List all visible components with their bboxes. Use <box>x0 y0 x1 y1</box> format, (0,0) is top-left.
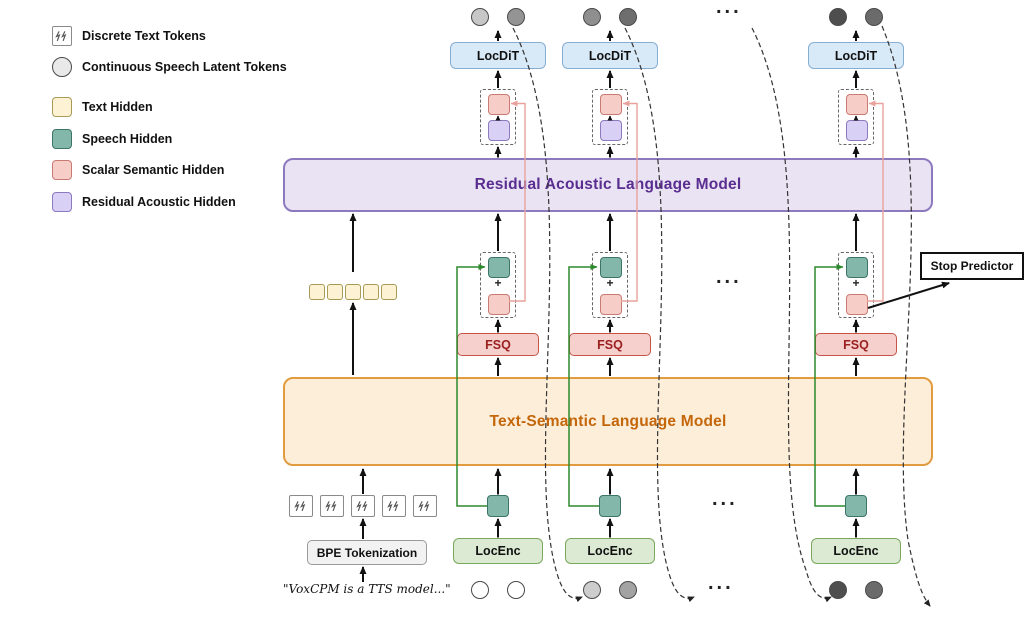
speech-hidden-swatch <box>52 129 72 149</box>
legend-item-residual-acoustic-hidden: Residual Acoustic Hidden <box>52 192 236 212</box>
generation-step-column-1: LocDiT + FSQ LocEnc <box>438 0 558 625</box>
locdit-input-hidden-group <box>480 89 516 145</box>
speech-latent-input-circle <box>619 581 637 599</box>
locenc-block: LocEnc <box>565 538 655 564</box>
legend-label: Continuous Speech Latent Tokens <box>82 60 287 74</box>
stop-predictor-block: Stop Predictor <box>920 252 1024 280</box>
text-hidden-square <box>327 284 343 300</box>
locenc-label: LocEnc <box>587 544 633 558</box>
discrete-token-zigzag-icon <box>294 500 306 511</box>
scalar-semantic-hidden-box <box>488 94 510 115</box>
fsq-label: FSQ <box>485 337 511 352</box>
ellipsis-top: ... <box>716 0 742 18</box>
ellipsis-bottom: ... <box>708 572 734 594</box>
legend-item-speech-hidden: Speech Hidden <box>52 129 172 149</box>
legend-item-continuous-speech-latent-tokens: Continuous Speech Latent Tokens <box>52 57 287 77</box>
text-hidden-swatch <box>52 97 72 117</box>
residual-acoustic-hidden-swatch <box>52 192 72 212</box>
locenc-label: LocEnc <box>833 544 879 558</box>
discrete-token-zigzag-icon <box>418 500 430 511</box>
ellipsis-lower: ... <box>712 488 738 510</box>
locdit-label: LocDiT <box>834 48 878 63</box>
speech-hidden-box <box>846 257 868 278</box>
legend-label: Scalar Semantic Hidden <box>82 163 225 177</box>
speech-hidden-square <box>487 495 509 517</box>
text-hidden-square <box>345 284 361 300</box>
legend-item-scalar-semantic-hidden: Scalar Semantic Hidden <box>52 160 224 180</box>
residual-acoustic-hidden-box <box>488 120 510 141</box>
discrete-token-box <box>382 495 406 517</box>
fusion-hidden-group: + <box>838 252 874 318</box>
locdit-block: LocDiT <box>808 42 904 69</box>
discrete-token-box <box>413 495 437 517</box>
locdit-input-hidden-group <box>838 89 874 145</box>
legend-label: Discrete Text Tokens <box>82 29 206 43</box>
scalar-semantic-hidden-box <box>488 294 510 315</box>
speech-hidden-square <box>599 495 621 517</box>
speech-hidden-box <box>488 257 510 278</box>
fsq-block: FSQ <box>569 333 651 356</box>
speech-latent-circle-icon <box>52 57 72 77</box>
locenc-label: LocEnc <box>475 544 521 558</box>
residual-acoustic-hidden-box <box>600 120 622 141</box>
speech-latent-output-circle <box>583 8 601 26</box>
bpe-tokenization-block: BPE Tokenization <box>307 540 427 565</box>
discrete-token-box <box>320 495 344 517</box>
scalar-semantic-hidden-box <box>600 94 622 115</box>
plus-sign: + <box>494 276 502 290</box>
fsq-block: FSQ <box>457 333 539 356</box>
discrete-token-zigzag-icon <box>325 500 337 511</box>
input-text-quote: "VoxCPM is a TTS model..." <box>283 582 451 596</box>
speech-latent-input-circle <box>507 581 525 599</box>
speech-latent-output-circle <box>619 8 637 26</box>
locdit-label: LocDiT <box>476 48 520 63</box>
speech-hidden-square <box>845 495 867 517</box>
text-hidden-square <box>363 284 379 300</box>
generation-step-column-2: LocDiT + FSQ LocEnc <box>550 0 670 625</box>
scalar-semantic-hidden-box <box>846 94 868 115</box>
fusion-hidden-group: + <box>592 252 628 318</box>
locenc-block: LocEnc <box>453 538 543 564</box>
text-hidden-square <box>309 284 325 300</box>
fsq-label: FSQ <box>597 337 623 352</box>
discrete-token-box <box>351 495 375 517</box>
speech-latent-output-circle <box>829 8 847 26</box>
speech-latent-input-circle <box>471 581 489 599</box>
fsq-label: FSQ <box>843 337 869 352</box>
legend-label: Residual Acoustic Hidden <box>82 195 236 209</box>
generation-step-column-3: LocDiT + FSQ LocEnc <box>796 0 916 625</box>
locdit-block: LocDiT <box>562 42 658 69</box>
discrete-token-icon <box>52 26 72 46</box>
text-hidden-square <box>381 284 397 300</box>
speech-latent-input-circle <box>829 581 847 599</box>
fusion-hidden-group: + <box>480 252 516 318</box>
legend-label: Text Hidden <box>82 100 153 114</box>
locdit-input-hidden-group <box>592 89 628 145</box>
speech-latent-output-circle <box>865 8 883 26</box>
ellipsis-middle: ... <box>716 266 742 288</box>
locdit-label: LocDiT <box>588 48 632 63</box>
speech-hidden-box <box>600 257 622 278</box>
legend-item-discrete-text-tokens: Discrete Text Tokens <box>52 26 206 46</box>
scalar-semantic-hidden-swatch <box>52 160 72 180</box>
fsq-block: FSQ <box>815 333 897 356</box>
speech-latent-input-circle <box>865 581 883 599</box>
speech-latent-output-circle <box>507 8 525 26</box>
scalar-semantic-hidden-box <box>600 294 622 315</box>
discrete-token-zigzag-icon <box>387 500 399 511</box>
legend-item-text-hidden: Text Hidden <box>52 97 153 117</box>
locenc-block: LocEnc <box>811 538 901 564</box>
discrete-token-box <box>289 495 313 517</box>
legend-label: Speech Hidden <box>82 132 173 146</box>
speech-latent-output-circle <box>471 8 489 26</box>
bpe-tokenization-label: BPE Tokenization <box>316 545 418 560</box>
plus-sign: + <box>606 276 614 290</box>
scalar-semantic-hidden-box <box>846 294 868 315</box>
plus-sign: + <box>852 276 860 290</box>
speech-latent-input-circle <box>583 581 601 599</box>
locdit-block: LocDiT <box>450 42 546 69</box>
residual-acoustic-hidden-box <box>846 120 868 141</box>
stop-predictor-label: Stop Predictor <box>930 259 1014 273</box>
discrete-token-zigzag-icon <box>356 500 368 511</box>
